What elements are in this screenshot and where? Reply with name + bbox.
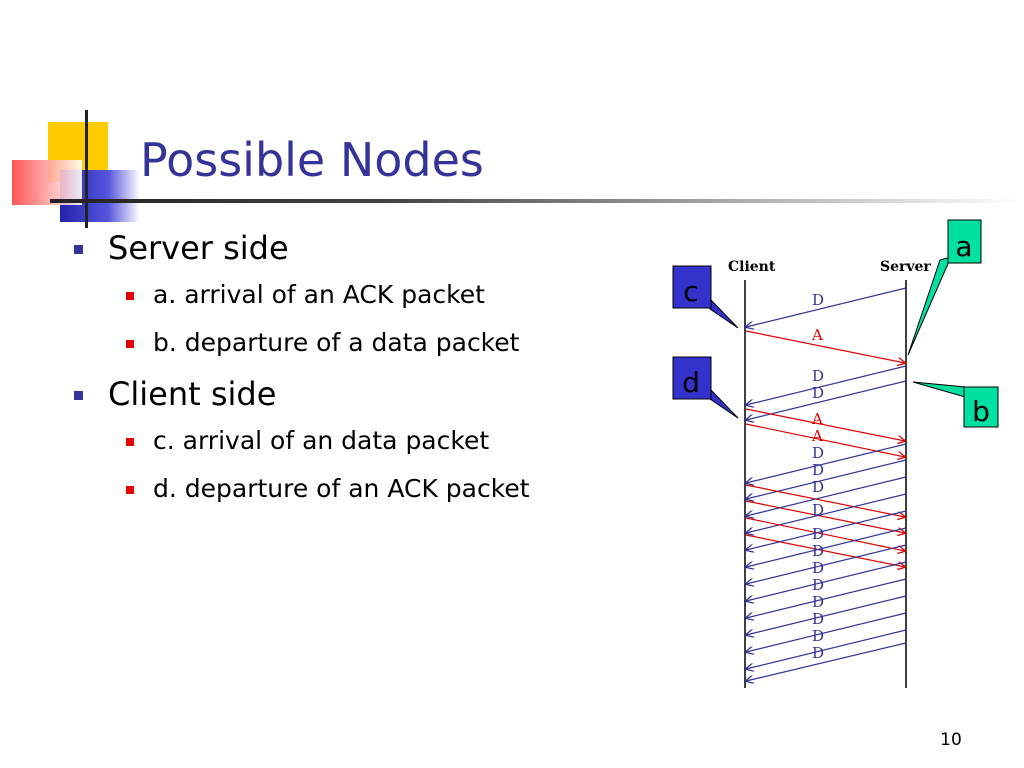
data-packet-arrow [746,561,907,601]
title-underline [50,199,1024,203]
data-packet-arrow [746,642,907,681]
callout-a: a [907,219,982,356]
ack-packet-arrow [745,423,905,457]
data-packet-arrow [746,380,907,420]
red-bullet-icon [126,292,134,300]
data-packet-arrow [746,595,907,635]
packet-label: D [812,461,824,479]
callout-c-label: c [683,275,698,308]
callout-d-label: d [682,366,700,399]
packet-label: D [812,444,824,462]
packet-label: D [812,644,824,662]
callout-c: c [672,265,739,329]
data-packet-arrow [746,612,907,652]
bullet-text: Server side [108,229,289,267]
red-bullet-icon [126,340,134,348]
bullet-text: a. arrival of an ACK packet [153,280,485,309]
red-bullet-icon [126,438,134,446]
packet-label: A [811,326,823,344]
bullet-level2: a. arrival of an ACK packet [70,278,530,311]
packet-label: D [812,525,824,543]
callout-c-box [672,265,712,309]
packet-sequence-diagram: Client Server D A D D A A D [672,219,999,688]
callout-a-box [947,219,982,264]
packet-label: D [812,593,824,611]
bullet-text: b. departure of a data packet [153,328,520,357]
red-bullet-icon [126,486,134,494]
packet-label: A [811,410,823,428]
packet-label: D [812,610,824,628]
bullet-level2: b. departure of a data packet [70,326,530,359]
bullet-list: Server side a. arrival of an ACK packet … [70,228,530,520]
packet-label: D [812,291,824,309]
ack-packet-arrow [745,484,905,517]
bullet-text: Client side [108,375,277,413]
ack-packet-arrow [745,408,905,441]
data-packet-arrow [746,365,907,405]
data-packet-arrow [746,287,907,327]
data-packet-arrow [746,493,907,533]
bullet-level2: c. arrival of an data packet [70,424,530,457]
bullet-text: d. departure of an ACK packet [153,474,530,503]
client-label: Client [728,259,776,275]
packet-arrows [745,287,907,681]
server-label: Server [880,259,931,275]
bullet-level1: Client side [70,374,530,414]
page-number: 10 [940,730,962,750]
packet-label: D [812,627,824,645]
packet-label: D [812,542,824,560]
callout-d-box [672,356,712,400]
data-packet-arrow [746,510,907,550]
packet-label: D [812,478,824,496]
callout-a-pointer [907,256,952,356]
bullet-text: c. arrival of an data packet [153,426,490,455]
callout-b-box [963,386,999,428]
bullet-group-client: Client side c. arrival of an data packet… [70,374,530,505]
data-packet-arrow [746,544,907,584]
callout-d-pointer [709,387,739,419]
ack-packet-arrow [745,517,905,551]
callout-b-pointer [912,381,966,398]
blue-bullet-icon [74,245,83,254]
packet-label: D [812,367,824,385]
bullet-level2: d. departure of an ACK packet [70,472,530,505]
callout-c-pointer [709,297,739,329]
data-packet-arrow [746,527,907,567]
slide-logo [12,110,140,228]
logo-red-square [12,160,82,205]
logo-vertical-line [85,110,88,228]
ack-packet-arrow [745,500,905,533]
callout-d: d [672,356,739,419]
data-packet-arrow [746,476,907,516]
packet-label: D [812,576,824,594]
packet-label: D [812,559,824,577]
callout-b: b [912,381,999,428]
data-packet-arrow [746,443,907,483]
data-packet-arrow [746,459,907,499]
packet-label: A [811,427,823,445]
blue-bullet-icon [74,391,83,400]
callout-b-label: b [972,395,990,428]
callout-a-label: a [955,230,972,263]
packet-label: D [812,501,824,519]
data-packet-arrow [746,629,907,669]
bullet-group-server: Server side a. arrival of an ACK packet … [70,228,530,359]
bullet-level1: Server side [70,228,530,268]
page-title: Possible Nodes [140,133,484,187]
ack-packet-arrow [745,534,905,567]
data-packet-arrow [746,578,907,618]
packet-labels: D A D D A A D D D D D D D D D D D D [811,291,824,662]
packet-label: D [812,384,824,402]
ack-packet-arrow [745,330,905,363]
